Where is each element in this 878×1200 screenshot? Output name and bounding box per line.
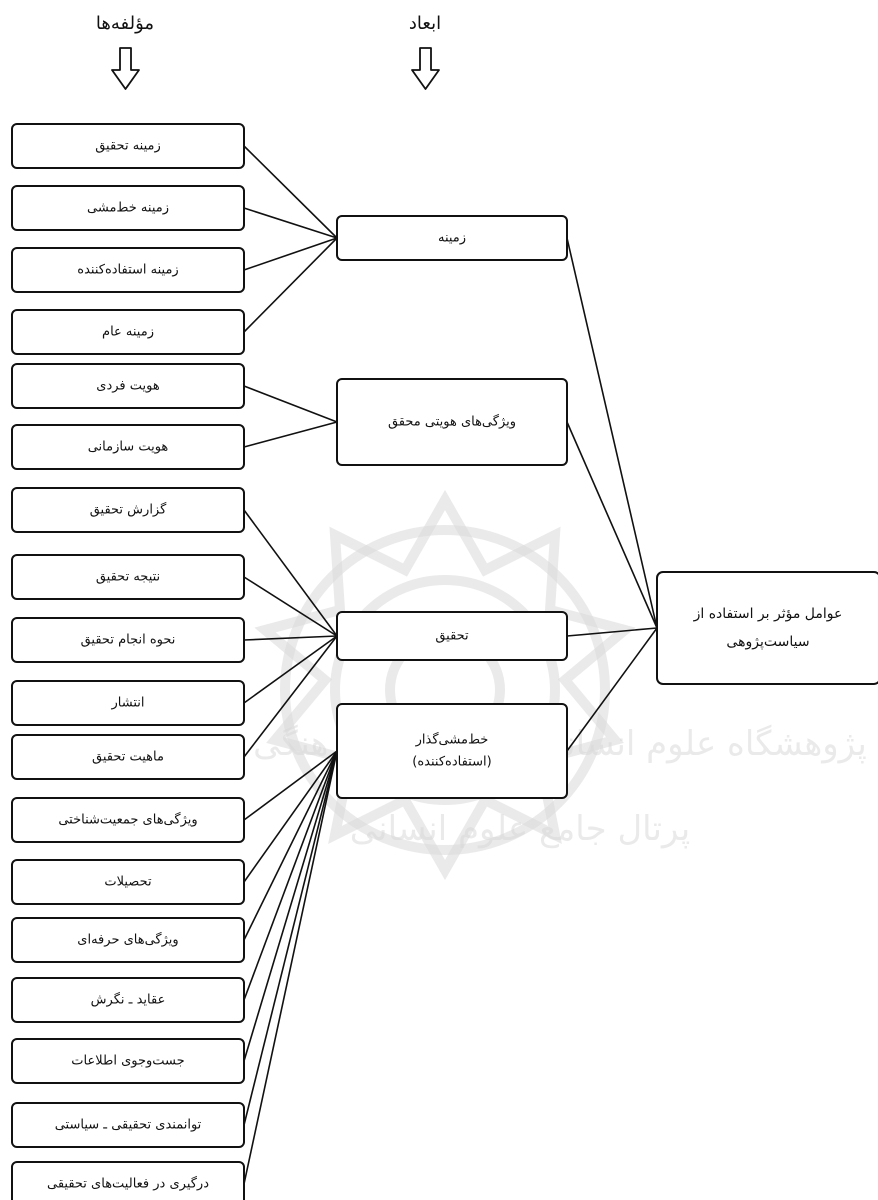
component-edge: [243, 750, 338, 941]
component-edge: [243, 145, 338, 239]
component-label: گزارش تحقیق: [90, 502, 167, 518]
component-box: درگیری در فعالیت‌های تحقیقی: [11, 1161, 245, 1200]
component-label: نحوه انجام تحقیق: [81, 633, 176, 648]
watermark-rosette-icon: [254, 489, 636, 881]
component-box: زمینه عام: [11, 309, 245, 355]
down-arrow-icon: [111, 47, 140, 90]
dimension-edge: [566, 627, 658, 637]
component-edge: [243, 207, 338, 239]
component-box: زمینه تحقیق: [11, 123, 245, 169]
component-edge: [243, 237, 338, 333]
component-label: ویژگی‌های حرفه‌ای: [77, 932, 178, 948]
component-box: زمینه استفاده‌کننده: [11, 247, 245, 293]
component-edge: [243, 421, 338, 448]
component-edge: [243, 237, 338, 271]
dimension-label: خط‌مشی‌گذار: [415, 732, 489, 748]
component-box: هویت فردی: [11, 363, 245, 409]
component-edge: [243, 750, 338, 1062]
component-box: تحصیلات: [11, 859, 245, 905]
dimension-box: ویژگی‌های هویتی محقق: [336, 378, 568, 466]
dimension-box: خط‌مشی‌گذار (استفاده‌کننده): [336, 703, 568, 799]
component-edge: [243, 635, 338, 758]
component-label: انتشار: [111, 696, 145, 711]
component-box: زمینه خط‌مشی: [11, 185, 245, 231]
component-label: نتیجه تحقیق: [96, 570, 160, 585]
component-edge: [243, 750, 338, 821]
component-box: گزارش تحقیق: [11, 487, 245, 533]
component-edge: [243, 750, 338, 1185]
component-label: زمینه عام: [102, 325, 154, 340]
component-label: ماهیت تحقیق: [92, 750, 164, 765]
root-label-line-1: عوامل مؤثر بر استفاده از: [693, 606, 843, 622]
dimension-edge: [566, 421, 658, 629]
component-label: تحصیلات: [104, 875, 152, 890]
dimension-box: زمینه: [336, 215, 568, 261]
component-box: نتیجه تحقیق: [11, 554, 245, 600]
watermark-line-2: پرتال جامع علوم انسانی: [350, 809, 690, 849]
component-edge: [243, 635, 338, 704]
root-label-line-2: سیاست‌پژوهی: [726, 634, 809, 650]
component-label: هویت فردی: [96, 379, 160, 394]
component-box: انتشار: [11, 680, 245, 726]
component-box: ویژگی‌های جمعیت‌شناختی: [11, 797, 245, 843]
dimension-label: (استفاده‌کننده): [412, 755, 491, 770]
component-edge: [243, 576, 338, 637]
component-box: ویژگی‌های حرفه‌ای: [11, 917, 245, 963]
header-dimensions: ابعاد: [409, 13, 441, 34]
component-box: عقاید ـ نگرش: [11, 977, 245, 1023]
component-label: ویژگی‌های جمعیت‌شناختی: [58, 812, 197, 828]
component-label: توانمندی تحقیقی ـ سیاستی: [55, 1118, 202, 1133]
component-label: جست‌وجوی اطلاعات: [71, 1054, 184, 1069]
component-label: درگیری در فعالیت‌های تحقیقی: [47, 1176, 209, 1192]
dimension-label: تحقیق: [435, 629, 469, 644]
component-box: توانمندی تحقیقی ـ سیاستی: [11, 1102, 245, 1148]
dimension-edge: [566, 237, 658, 629]
components-column: زمینه تحقیق زمینه خط‌مشی زمینه استفاده‌کنن…: [11, 123, 245, 1200]
component-edge: [243, 750, 338, 1126]
dimension-box: تحقیق: [336, 611, 568, 661]
dimension-label: زمینه: [438, 231, 466, 246]
connector-lines: [243, 145, 658, 1185]
component-label: زمینه خط‌مشی: [87, 201, 169, 216]
component-edge: [243, 750, 338, 1001]
component-box: جست‌وجوی اطلاعات: [11, 1038, 245, 1084]
component-edge: [243, 385, 338, 423]
component-label: عقاید ـ نگرش: [91, 992, 166, 1008]
header-components: مؤلفه‌ها: [96, 13, 154, 34]
component-edge: [243, 635, 338, 641]
component-box: نحوه انجام تحقیق: [11, 617, 245, 663]
component-box: هویت سازمانی: [11, 424, 245, 470]
component-box: ماهیت تحقیق: [11, 734, 245, 780]
root-box: عوامل مؤثر بر استفاده از سیاست‌پژوهی: [656, 571, 878, 685]
component-edge: [243, 509, 338, 637]
component-label: هویت سازمانی: [88, 440, 169, 455]
dimensions-column: زمینه ویژگی‌های هویتی محقق تحقیق خط‌مشی‌گذا…: [336, 215, 568, 799]
component-label: زمینه تحقیق: [95, 139, 161, 154]
down-arrow-icon: [411, 47, 440, 90]
component-label: زمینه استفاده‌کننده: [77, 263, 178, 278]
dimension-edge: [566, 627, 658, 752]
dimension-label: ویژگی‌های هویتی محقق: [388, 414, 516, 430]
component-edge: [243, 750, 338, 883]
